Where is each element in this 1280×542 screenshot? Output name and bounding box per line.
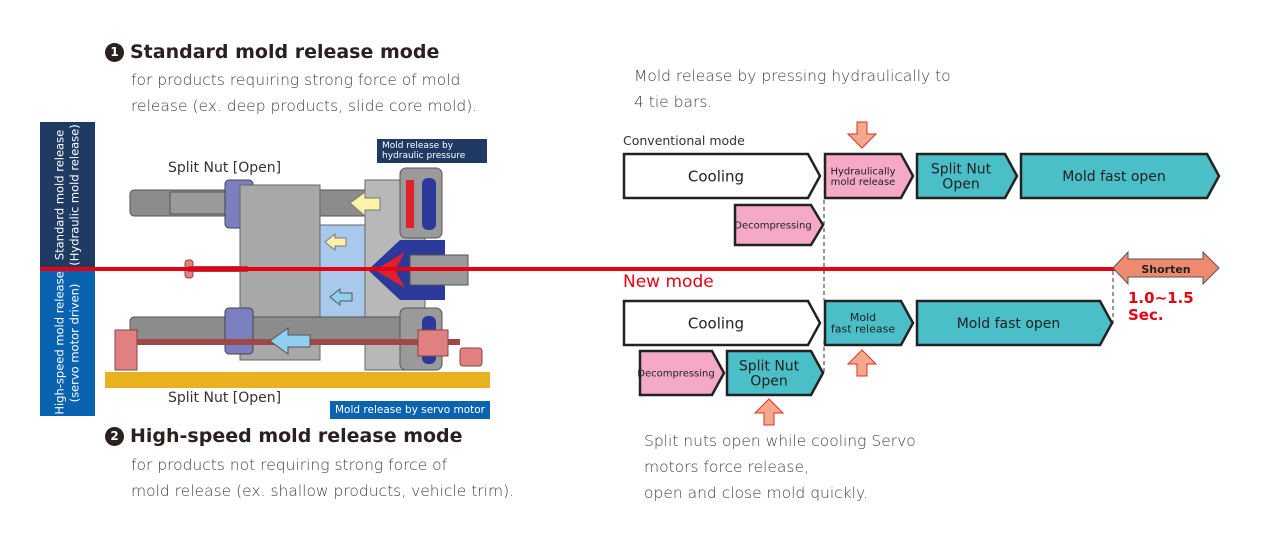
conv-step-hydraulic-release-label: Hydraulically [830,166,895,177]
new-step-cooling: Cooling [622,299,822,347]
servo-support [114,329,138,371]
side-label-standard: Standard mold release (Hydraulic mold re… [40,122,95,268]
conv-step-hydraulic-release-label: mold release [831,177,896,188]
split-nut-label-top: Split Nut [Open] [168,160,282,176]
conv-step-cooling: Cooling [622,152,822,200]
conv-step-mold-fast-open-shape [1019,152,1221,200]
new-step-decompressing-shape [638,349,726,397]
arrow-up-indicator-1 [846,349,878,377]
conv-step-split-nut-open-label: Split Nut [931,162,992,178]
callout-hydraulic-pressure: Mold release by hydraulic pressure [376,138,488,164]
new-step-cooling-shape [622,299,822,347]
divider-red-line [40,267,1115,271]
new-step-mold-fast-release-shape [823,299,915,347]
number-badge-1: 1 [105,43,124,62]
arrow-down-indicator [846,121,878,149]
conv-step-mold-fast-open: Mold fast open [1019,152,1221,200]
arrow-up-indicator-2 [753,398,785,426]
new-mode-footer: Split nuts open while cooling Servo moto… [644,432,916,502]
split-nut-label-bottom: Split Nut [Open] [168,390,282,406]
number-badge-2: 2 [105,427,124,446]
arrow-left-yellow-1 [349,191,381,218]
piston-top [422,178,436,230]
shorten-value: 1.0∼1.5 Sec. [1128,289,1194,324]
conv-step-decompressing-shape [733,203,825,247]
conv-step-mold-fast-open-label: Mold fast open [1062,169,1166,185]
new-step-cooling-label: Cooling [688,314,744,332]
shorten-double-arrow[interactable] [1112,250,1220,286]
new-step-split-nut-open-label: Split Nut [739,359,800,375]
conv-step-hydraulic-release-shape [823,152,915,200]
machine-base [105,372,490,388]
new-step-mold-fast-release-label: fast release [831,323,895,336]
conventional-mode-label: Conventional mode [623,133,745,148]
conventional-intro: Mold release by pressing hydraulically t… [634,67,951,111]
arrow-left-yellow-2 [324,232,347,252]
side-label-highspeed: High-speed mold release (servo motor dri… [40,270,95,416]
new-step-decompressing-label: Decompressing [637,369,715,380]
new-step-mold-fast-open: Mold fast open [915,299,1114,347]
conv-step-split-nut-open-shape [915,152,1019,200]
arrow-left-blue-2 [329,287,353,307]
arrow-left-blue-1 [269,327,311,355]
callout-servo-motor: Mold release by servo motor [330,401,490,419]
machine-illustration [105,167,490,388]
conv-step-cooling-shape [622,152,822,200]
new-step-mold-fast-open-shape [915,299,1114,347]
conv-step-decompressing-label: Decompressing [734,221,812,232]
standard-mode-description: for products requiring strong force of m… [131,71,478,115]
new-step-split-nut-open-shape [725,349,825,397]
shorten-label: Shorten [1141,263,1190,276]
conv-step-cooling-label: Cooling [688,167,744,185]
highspeed-mode-description: for products not requiring strong force … [131,456,515,500]
new-step-mold-fast-open-label: Mold fast open [957,316,1061,332]
new-step-mold-fast-release-label: Mold [850,311,876,324]
conv-step-split-nut-open-label: Open [942,176,979,192]
new-step-decompressing: Decompressing [637,349,726,397]
conv-step-decompressing: Decompressing [733,203,825,247]
new-step-split-nut-open-label: Open [750,373,787,389]
new-mode-label: New mode [623,272,714,292]
servo-motor [459,347,483,367]
